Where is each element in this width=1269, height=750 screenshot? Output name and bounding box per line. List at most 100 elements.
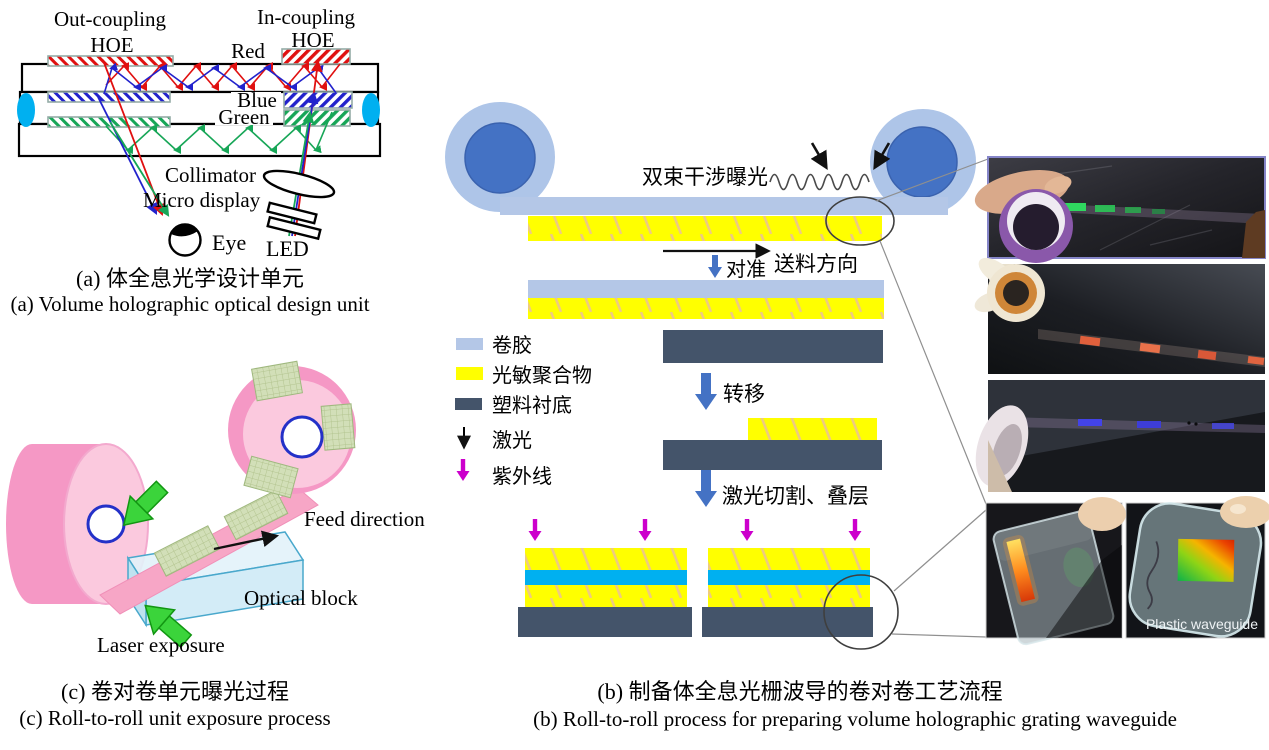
photo-plastic-waveguide: Plastic waveguide [985,496,1269,646]
finger [1044,176,1072,194]
green-exit-ray [109,121,170,217]
finger [1220,496,1269,528]
film-strip-1 [500,197,948,215]
legend: 卷胶 光敏聚合物 塑料衬底 激光 紫外线 [455,334,592,488]
out-coupling-hoe-blue [47,91,171,103]
feed-direction-label: Feed direction [304,507,425,531]
stacked-waveguide-right [702,548,873,637]
red-grating-patch [1139,342,1161,354]
uv-arrow [740,519,754,541]
panel-c-diagram: Feed direction Optical block Laser expos… [6,360,425,730]
caption-a-zh: (a) 体全息光学设计单元 [76,266,304,291]
takeup-roll-right [228,360,356,499]
blue-ray-zigzag [103,62,337,95]
film-sample [1008,417,1265,433]
exposed-patch [153,525,221,577]
in-hoe-label: HOE [291,28,334,52]
transfer-label: 转移 [723,382,765,406]
caption-b-zh: (b) 制备体全息光栅波导的卷对卷工艺流程 [597,679,1002,704]
optical-block-label: Optical block [244,586,358,610]
feed-direction-arrow-c [213,530,280,551]
polymer-strip-1 [528,216,882,241]
grating-strip [1006,538,1036,603]
mark-dot [1187,421,1191,425]
magnifier-circle-bottom [823,574,899,650]
legend-swatch-substrate [455,398,482,410]
laser-exposure-label: Laser exposure [97,633,225,657]
exposure-label: 双束干涉曝光 [642,165,768,189]
green-reflection [1063,547,1095,588]
legend-uv-arrow-icon [456,459,470,481]
edge-prism-right [362,93,380,127]
feed-roll-left [6,443,149,605]
connector-line [879,240,987,505]
green-label: Green [218,105,270,129]
roller-left [445,102,555,212]
waveguide-plate-right [1128,502,1263,638]
beam-arrow-left [810,142,828,170]
led-bar-icon [266,215,322,241]
green-ray-zigzag [105,111,333,155]
fingernail [1230,504,1246,514]
collimator-label: Collimator [165,163,256,187]
polymer-strip-2 [528,298,884,319]
micro-display-icon [266,201,318,225]
label-backing [215,109,273,125]
in-coupling-label: In-coupling [257,5,355,29]
blue-grating-patch [1078,419,1102,426]
edge-prism-left [17,93,35,127]
photo-strip-red [974,257,1265,374]
photo-strip-green [974,156,1266,263]
cut-label: 激光切割、叠层 [722,484,869,508]
legend-label-uv: 紫外线 [492,465,552,488]
legend-label-polymer: 光敏聚合物 [492,364,592,387]
connector-line [891,633,987,638]
eye-icon [168,223,202,257]
polymer-patch [748,418,877,440]
legend-label-laser: 激光 [492,429,532,452]
in-coupling-hoe-green [283,109,351,127]
exposed-patch [223,489,289,541]
finger [1078,497,1126,531]
out-coupling-label: Out-coupling [54,7,166,31]
caption-a-en: (a) Volume holographic optical design un… [10,292,369,316]
bench-highlight [988,380,1265,462]
red-label: Red [231,39,265,63]
eye-label: Eye [212,230,246,255]
panel-a-diagram: Out-coupling HOE In-coupling HOE Red Blu… [10,5,382,316]
caption-b-en: (b) Roll-to-roll process for preparing v… [533,707,1177,731]
roll-core-ring [86,504,126,544]
hand [988,440,1012,492]
label-backing [231,92,281,109]
connector-line [875,158,989,202]
green-grating-patch [1060,203,1086,211]
legend-swatch-polymer [456,367,483,380]
green-grating-patch [1095,205,1115,212]
cut-stack-arrow [695,470,717,507]
micro-display-label: Micro display [143,188,261,212]
beam-arrow-right [873,142,891,170]
roller-right [870,109,976,215]
align-arrow [708,255,722,278]
film-strip-2 [528,280,884,298]
rainbow-grating [1177,538,1235,582]
substrate-2 [663,440,882,470]
blue-label: Blue [237,88,277,112]
uv-arrow [638,519,652,541]
roll-core-ring [280,415,324,459]
legend-label-film: 卷胶 [492,334,532,357]
blue-grating-patch [1137,421,1161,428]
green-grating-patch [1152,209,1165,214]
substrate-1 [663,330,883,363]
stacked-waveguide-left [518,548,692,637]
legend-swatch-film [456,338,483,350]
red-grating-patch [1079,335,1101,347]
green-grating-patch [1125,207,1141,213]
caption-c-en: (c) Roll-to-roll unit exposure process [19,706,330,730]
blue-grating-patch [1212,423,1234,429]
led-label: LED [266,236,309,261]
out-hoe-label: HOE [90,33,133,57]
uv-arrow [528,519,542,541]
